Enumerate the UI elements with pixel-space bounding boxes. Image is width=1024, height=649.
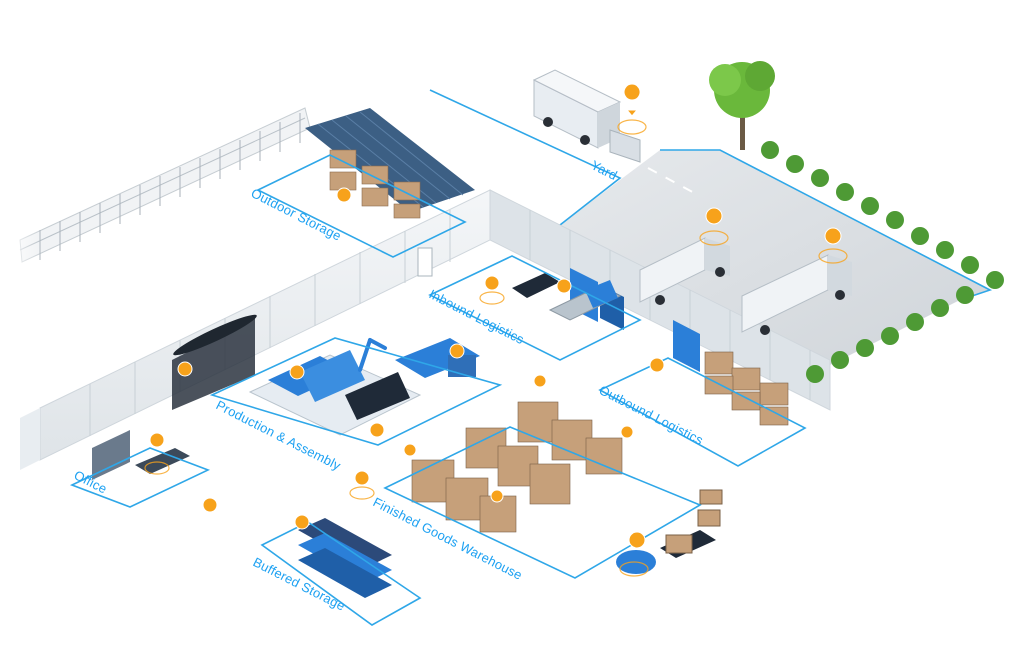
yard-boundary bbox=[660, 149, 993, 301]
location-pin-icon bbox=[177, 361, 193, 377]
zone-outline-outdoor-storage bbox=[256, 154, 467, 258]
location-pin-icon bbox=[533, 374, 547, 388]
location-pin-icon bbox=[294, 514, 310, 530]
truck-icon bbox=[741, 254, 852, 335]
production-roll-door bbox=[172, 318, 255, 410]
inbound-conveyor bbox=[512, 273, 622, 321]
zone-outlines bbox=[69, 154, 807, 626]
location-pin-icon bbox=[289, 364, 305, 380]
side-door bbox=[417, 247, 433, 277]
tracking-pins bbox=[144, 83, 848, 577]
location-pin-icon bbox=[403, 443, 417, 457]
location-pin-icon bbox=[699, 207, 729, 246]
location-pin-icon bbox=[490, 489, 504, 503]
location-pin-icon bbox=[369, 422, 385, 438]
zone-label-yard: Yard bbox=[589, 157, 620, 183]
forklift-icon bbox=[616, 489, 723, 574]
zone-outline-production bbox=[209, 337, 503, 446]
location-pin-icon bbox=[202, 497, 218, 513]
location-pin-icon bbox=[619, 531, 649, 577]
location-pin-icon bbox=[818, 227, 848, 264]
zone-outline-office bbox=[69, 447, 211, 508]
robot-arm-icon bbox=[358, 338, 387, 372]
tree-icon bbox=[709, 61, 775, 150]
lane-marking bbox=[647, 167, 701, 197]
location-pin-icon bbox=[336, 187, 352, 203]
office-desk bbox=[92, 430, 190, 480]
location-pin-icon bbox=[479, 275, 505, 305]
zone-label-inbound-logistics: Inbound Logistics bbox=[427, 286, 527, 347]
location-pin-icon bbox=[556, 278, 572, 294]
zone-outline-outbound-logistics bbox=[598, 357, 807, 467]
shelf-rack-icon bbox=[704, 351, 789, 426]
truck-icon bbox=[639, 237, 730, 305]
outdoor-storage-shed bbox=[305, 108, 475, 219]
zone-outline-finished-goods bbox=[383, 426, 702, 579]
shelf-rack-icon bbox=[411, 401, 623, 533]
location-pin-icon bbox=[649, 357, 665, 373]
location-pin-icon bbox=[617, 83, 647, 135]
location-pin-icon bbox=[449, 343, 465, 359]
truck-icon bbox=[532, 69, 641, 163]
hedge-row bbox=[761, 141, 1004, 383]
location-pin-icon bbox=[349, 470, 375, 500]
zone-outline-buffered-storage bbox=[260, 521, 422, 626]
location-pin-icon bbox=[144, 432, 170, 475]
yard-road-edge bbox=[429, 89, 622, 226]
zone-label-outdoor-storage: Outdoor Storage bbox=[249, 185, 344, 243]
zone-outline-inbound-logistics bbox=[428, 255, 642, 361]
yard-pavement bbox=[560, 150, 990, 380]
location-pin-icon bbox=[620, 425, 634, 439]
